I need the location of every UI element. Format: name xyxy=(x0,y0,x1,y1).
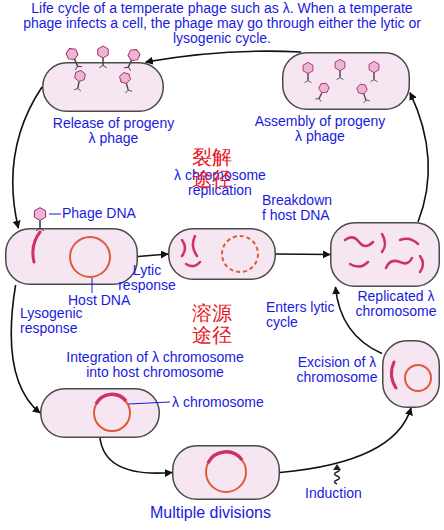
cell-node: Integration of λ chromosome into host ch… xyxy=(40,388,160,438)
cell-outline-svg xyxy=(5,228,138,285)
annotation-label: 裂解 途径 xyxy=(190,146,234,190)
edge-label: Lysogenic response xyxy=(20,306,86,337)
cell-node: Multiple divisions xyxy=(172,445,280,500)
cell-node: λ chromosome replicationBreakdown f host… xyxy=(168,228,276,280)
node-caption: Assembly of progeny λ phage xyxy=(250,114,390,145)
induction-squiggle xyxy=(335,468,340,484)
edge-label: Lytic response xyxy=(116,263,178,294)
cell-outline-svg xyxy=(172,445,280,500)
cell-outline xyxy=(331,223,440,287)
cell-outline-svg xyxy=(168,228,276,280)
cell-outline xyxy=(41,389,160,438)
edge-label: Enters lytic cycle xyxy=(266,300,338,331)
cell-outline xyxy=(43,63,164,112)
cell-node: Phage DNAHost DNA xyxy=(5,228,138,285)
cell-outline-svg xyxy=(40,388,160,438)
cycle-arrow xyxy=(138,254,168,257)
cell-outline-svg xyxy=(282,52,410,110)
annotation-label: 溶源 途径 xyxy=(190,302,234,346)
induction-arrowhead xyxy=(333,464,341,470)
node-caption: Excision of λ chromosome xyxy=(294,355,380,386)
cell-node: Release of progeny λ phage xyxy=(42,62,164,112)
leader-line xyxy=(49,214,61,215)
cycle-arrow xyxy=(280,408,411,473)
node-caption: Phage DNA xyxy=(62,206,136,221)
node-caption: Breakdown f host DNA xyxy=(262,193,336,224)
cycle-arrow xyxy=(11,285,40,413)
cycle-arrow xyxy=(276,253,330,255)
cell-node: Assembly of progeny λ phage xyxy=(282,52,410,110)
cycle-arrow xyxy=(146,51,302,62)
node-caption: λ chromosome xyxy=(172,395,264,410)
cell-outline-svg xyxy=(330,222,440,287)
node-caption: Multiple divisions xyxy=(150,504,271,522)
node-caption: Integration of λ chromosome into host ch… xyxy=(60,350,250,381)
annotation-label: Induction xyxy=(305,486,362,501)
cell-node: Excision of λ chromosome xyxy=(382,340,440,408)
cycle-arrow xyxy=(100,438,172,473)
node-caption: Replicated λ chromosome xyxy=(352,289,440,320)
node-caption: Release of progeny λ phage xyxy=(48,116,179,147)
cell-node: Replicated λ chromosome xyxy=(330,222,440,287)
cell-outline xyxy=(6,229,138,285)
cell-outline-svg xyxy=(382,340,440,408)
cell-outline xyxy=(283,53,410,110)
cell-outline-svg xyxy=(42,62,164,112)
cycle-arrow xyxy=(336,287,383,354)
cycle-arrow xyxy=(410,93,428,222)
phage-icon xyxy=(34,208,45,231)
cell-outline xyxy=(169,229,276,280)
cycle-arrow xyxy=(13,87,42,228)
cell-outline xyxy=(173,446,280,500)
cell-outline xyxy=(383,341,440,408)
diagram-title: Life cycle of a temperate phage such as … xyxy=(22,1,422,46)
